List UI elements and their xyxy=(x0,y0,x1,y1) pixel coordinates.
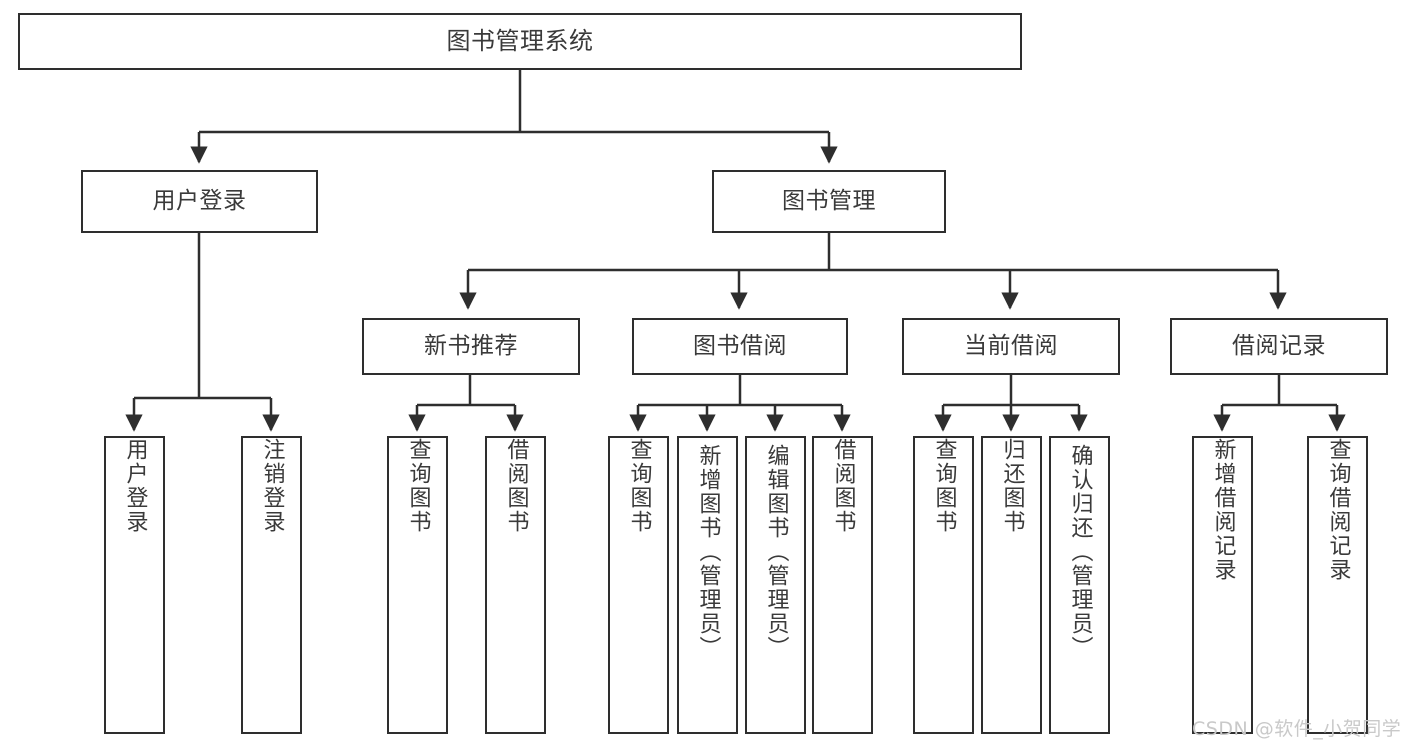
node-label: 查询图书 xyxy=(626,438,652,534)
node-current-borrow[interactable]: 当前借阅 xyxy=(902,318,1120,375)
leaf-add-borrow-record[interactable]: 新增借阅记录 xyxy=(1192,436,1253,734)
node-borrow-record[interactable]: 借阅记录 xyxy=(1170,318,1388,375)
node-label: 编辑图书（管理员） xyxy=(763,444,789,660)
node-label: 查询图书 xyxy=(405,438,431,534)
node-book-management[interactable]: 图书管理 xyxy=(712,170,946,233)
node-label: 查询借阅记录 xyxy=(1325,438,1351,582)
leaf-return-book[interactable]: 归还图书 xyxy=(981,436,1042,734)
node-label: 注销登录 xyxy=(259,438,285,534)
leaf-query-book-current[interactable]: 查询图书 xyxy=(913,436,974,734)
node-label: 当前借阅 xyxy=(964,332,1058,359)
node-label: 查询图书 xyxy=(931,438,957,534)
node-new-book-recommend[interactable]: 新书推荐 xyxy=(362,318,580,375)
node-book-borrow[interactable]: 图书借阅 xyxy=(632,318,848,375)
leaf-query-book-borrow[interactable]: 查询图书 xyxy=(608,436,669,734)
node-label: 用户登录 xyxy=(122,438,148,534)
node-root-system[interactable]: 图书管理系统 xyxy=(18,13,1022,70)
node-user-login[interactable]: 用户登录 xyxy=(81,170,318,233)
leaf-query-book-recommend[interactable]: 查询图书 xyxy=(387,436,448,734)
leaf-borrow-book-recommend[interactable]: 借阅图书 xyxy=(485,436,546,734)
node-label: 归还图书 xyxy=(999,438,1025,534)
node-label: 新书推荐 xyxy=(424,332,518,359)
node-label: 借阅记录 xyxy=(1232,332,1326,359)
leaf-logout-login[interactable]: 注销登录 xyxy=(241,436,302,734)
leaf-edit-book[interactable]: 编辑图书（管理员） xyxy=(745,436,806,734)
leaf-query-borrow-record[interactable]: 查询借阅记录 xyxy=(1307,436,1368,734)
node-label: 借阅图书 xyxy=(503,438,529,534)
node-label: 确认归还（管理员） xyxy=(1067,444,1093,660)
node-label: 图书借阅 xyxy=(693,332,787,359)
csdn-watermark: CSDN @软件_小贺同学 xyxy=(1192,718,1402,740)
leaf-user-login[interactable]: 用户登录 xyxy=(104,436,165,734)
node-label: 图书管理系统 xyxy=(446,27,594,56)
node-label: 新增图书（管理员） xyxy=(695,444,721,660)
leaf-borrow-book-borrow[interactable]: 借阅图书 xyxy=(812,436,873,734)
node-label: 图书管理 xyxy=(782,187,876,214)
node-label: 新增借阅记录 xyxy=(1210,438,1236,582)
leaf-add-book[interactable]: 新增图书（管理员） xyxy=(677,436,738,734)
node-label: 借阅图书 xyxy=(830,438,856,534)
leaf-confirm-return[interactable]: 确认归还（管理员） xyxy=(1049,436,1110,734)
node-label: 用户登录 xyxy=(152,187,247,214)
